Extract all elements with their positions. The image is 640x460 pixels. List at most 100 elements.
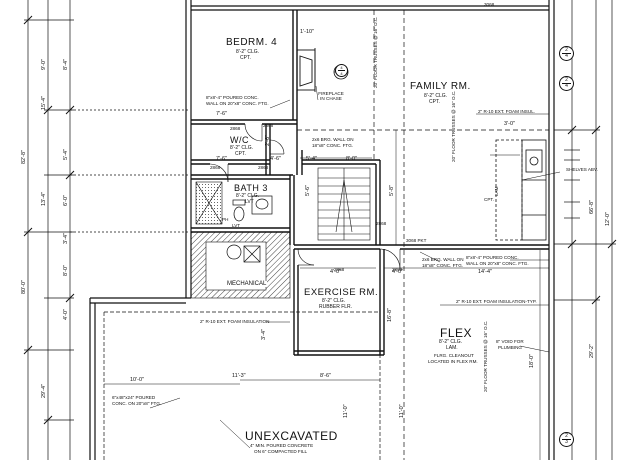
dim-5-4: 5'-4" (306, 156, 317, 162)
note-brg-wall-1b: 18"x8" CONC. FTG. (312, 143, 354, 148)
dim-10-0: 10'-0" (130, 377, 145, 383)
dim-7-6: 7'-6" (216, 111, 227, 117)
note-footing-a: 6"x48"x24" POURED (112, 395, 156, 400)
bubble-4-bottom: 4 (340, 71, 343, 76)
dim-4-6: 4'-6" (270, 156, 281, 162)
dim-4-0b: 4'-0" (392, 269, 403, 275)
dim-left-80-0: 80'-0" (21, 279, 27, 294)
room-bath3-floor: LVT (245, 199, 254, 205)
dim-left-8-0: 8'-0" (63, 265, 69, 276)
note-lvt: LVT (232, 223, 241, 228)
note-fireplace: FIREPLACE IN CHASE (318, 91, 344, 101)
room-wic-floor: CPT. (235, 151, 246, 157)
dim-11-0b: 11'-0" (399, 404, 405, 418)
room-flex-floor: LAM. (446, 345, 458, 351)
dim-5-8: 5'-8" (389, 185, 395, 196)
header-5: 2868 (376, 221, 387, 226)
note-ph: PH (222, 217, 229, 222)
left-dimension-ticks (23, 15, 75, 425)
header-3: 2868 (210, 165, 221, 170)
dim-right-66-8: 66'-8" (589, 199, 595, 214)
note-brg-wall-2b: 18"x8" CONC. FTG. (422, 263, 464, 268)
note-cleanout-a: FLRG. CLEANOUT (434, 353, 474, 358)
header-6: 2868 (334, 267, 345, 272)
bar-top (495, 139, 523, 241)
note-shelves: SHELVES ABV. (566, 167, 598, 172)
wet-bar-counter (521, 139, 547, 241)
bubble-2-top: 2 (565, 77, 568, 83)
room-flex-name: FLEX (440, 326, 473, 340)
note-cleanout-b: LOCATED IN FLEX RM. (428, 359, 478, 364)
bubble-1-top: 2 (565, 47, 568, 53)
note-brg-wall-1a: 2x6 BRG. WALL ON (312, 137, 354, 142)
dim-18-0: 18'-0" (529, 353, 535, 368)
dim-11-3: 11'-3" (232, 373, 246, 379)
door-swings (209, 123, 401, 270)
room-bedrm4-ceiling: 8'-2" CLG. (236, 49, 260, 55)
note-lam: LAM (494, 186, 499, 196)
bubble-1-bottom: 4 (565, 53, 568, 59)
unexcavated-line2: ON 6" COMPACTED FILL (254, 449, 308, 454)
dim-8-6: 8'-6" (320, 373, 331, 379)
dim-left-13-4: 13'-4" (41, 191, 47, 206)
stair (317, 167, 371, 241)
header-8: 2868 (392, 267, 403, 272)
dim-right-29-2: 29'-2" (589, 343, 595, 358)
dim-16-8: 16'-8" (387, 307, 393, 322)
leader-lines (149, 85, 561, 449)
dim-left-9-0: 9'-0" (41, 59, 47, 70)
note-void-b: PLUMBING (498, 345, 522, 350)
bath-fixtures (195, 181, 273, 263)
room-bedrm4-name: BEDRM. 4 (226, 37, 278, 48)
note-foam-3: 2" R-10 EXT. FOAM INSULATION-TYP. (456, 299, 537, 304)
dim-left-6-0: 6'-0" (63, 195, 69, 206)
room-exercise-ceiling: 8'-2" CLG. (322, 298, 346, 304)
dim-right-12-0: 12'-0" (605, 211, 611, 226)
note-footing-b: CONC. ON 20"x8" FTG. (112, 401, 162, 406)
interior-dimension-lines (104, 130, 549, 460)
note-conc-wall-2b: WALL ON 20"x8" CONC. FTG. (466, 261, 529, 266)
dim-4-0: 4'-0" (330, 269, 341, 275)
dim-left-5-4: 5'-4" (63, 149, 69, 160)
dim-left-3-4: 3'-4" (63, 233, 69, 244)
room-family-floor: CPT. (429, 99, 440, 105)
bubble-3-bottom: 3 (565, 439, 568, 445)
room-bath3-name: BATH 3 (234, 183, 268, 193)
dim-1-10: 1'-10" (300, 29, 315, 35)
dim-8-0: 8'-0" (346, 156, 357, 162)
dim-left-29-4: 29'-4" (41, 383, 47, 398)
note-cpt: CPT. (484, 197, 494, 202)
dim-14-4: 14'-4" (478, 269, 493, 275)
dim-2-6: 2'-6" (265, 135, 271, 146)
note-void-a: 8" VOID FOR (496, 339, 524, 344)
room-family-name: FAMILY RM. (410, 81, 471, 92)
room-exercise-floor: RUBBER FLR. (319, 304, 353, 310)
bubble-4-top: 4 (340, 65, 343, 70)
room-wic-ceiling: 8'-2" CLG. (230, 145, 254, 151)
beam-lines (297, 10, 549, 460)
dim-left-8-4: 8'-4" (63, 59, 69, 70)
right-dimension-lines (554, 0, 616, 460)
unexcavated-boundary (103, 311, 381, 460)
dim-left-15-4: 15'-4" (41, 95, 47, 110)
dim-left-4-0: 4'-0" (63, 309, 69, 320)
dim-7-6b: 7'-6" (216, 156, 227, 162)
room-flex-ceiling: 8'-2" CLG. (439, 339, 463, 345)
header-2: 2868 (263, 123, 274, 128)
note-trusses-3: 20" FLOOR TRUSSES @ 16" O.C. (483, 320, 488, 392)
dim-5-6: 5'-6" (305, 185, 311, 196)
note-trusses-2: 20" FLOOR TRUSSES @ 16" O.C. (451, 90, 456, 162)
room-unexcavated-name: UNEXCAVATED (245, 429, 338, 443)
header-4: 2868 (258, 165, 269, 170)
bubble-3-top: 2 (565, 433, 568, 439)
dim-left-82-8: 82'-8" (21, 149, 27, 164)
note-conc-wall-2a: 8"x8'-4" POURED CONC. (466, 255, 519, 260)
header-7: 3068 PKT (406, 238, 427, 243)
room-exercise-name: EXERCISE RM. (304, 287, 379, 298)
dim-3-4: 3'-4" (261, 329, 267, 340)
header-1: 2868 (230, 126, 241, 131)
